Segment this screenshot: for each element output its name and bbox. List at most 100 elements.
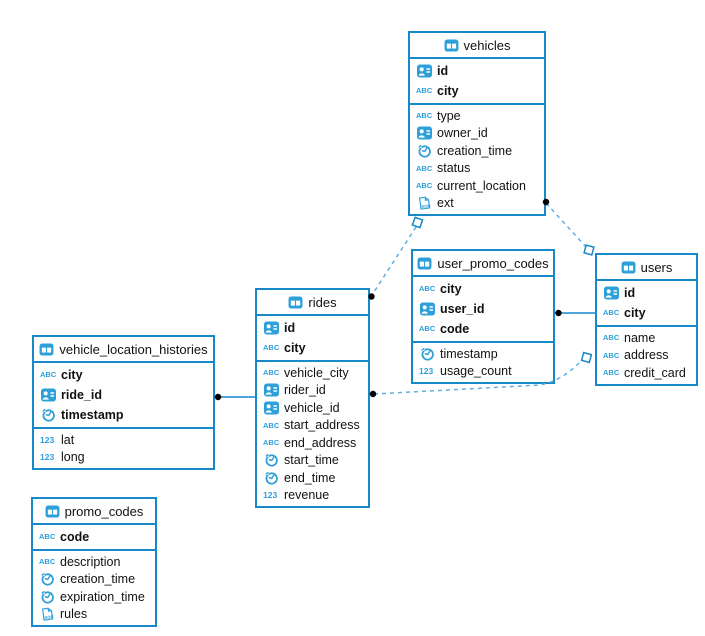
table-header: users [597, 255, 696, 281]
field-name: owner_id [437, 126, 488, 141]
id-type-icon [416, 64, 433, 78]
field-name: id [437, 64, 449, 78]
field-row: end_time [257, 469, 368, 487]
field-name: city [440, 282, 462, 296]
number-type-icon: 123 [40, 452, 55, 462]
primary-key-section: id ABC city [410, 59, 544, 105]
table-icon [288, 296, 303, 309]
relationship-endpoint-square [411, 216, 424, 229]
table-promo-codes[interactable]: promo_codes ABC code ABC description cre… [31, 497, 157, 627]
field-row: ABC code [33, 527, 155, 547]
fields-section: 123 lat 123 long [34, 429, 213, 468]
field-row: timestamp [34, 405, 213, 425]
field-row: 123 usage_count [413, 363, 553, 381]
field-name: id [624, 286, 636, 300]
text-type-icon: ABC [416, 86, 433, 96]
field-row: id [597, 283, 696, 303]
primary-key-section: ABC city ride_id timestamp [34, 363, 213, 429]
field-name: code [440, 322, 470, 336]
table-rides[interactable]: rides id ABC city ABC vehicle_city rider… [255, 288, 370, 508]
field-row: 123 revenue [257, 487, 368, 505]
table-header: vehicle_location_histories [34, 337, 213, 363]
field-row: ABC credit_card [597, 364, 696, 382]
field-name: address [624, 348, 669, 363]
table-vehicles[interactable]: vehicles id ABC city ABC type owner_id [408, 31, 546, 216]
field-row: 123 lat [34, 431, 213, 449]
time-type-icon [39, 572, 56, 586]
time-type-icon [419, 347, 436, 361]
table-title: users [640, 259, 673, 275]
json-type-icon [416, 196, 433, 210]
field-row: ABC end_address [257, 434, 368, 452]
table-icon [417, 257, 432, 270]
field-name: ext [437, 196, 454, 211]
table-icon [621, 261, 636, 274]
id-type-icon [416, 126, 433, 140]
table-header: vehicles [410, 33, 544, 59]
field-row: ABC city [257, 338, 368, 358]
table-title: rides [308, 294, 337, 310]
field-row: expiration_time [33, 588, 155, 606]
relationship-vehicles-rides[interactable] [371, 226, 417, 296]
time-type-icon [263, 471, 280, 485]
relationship-endpoint-square [580, 351, 593, 364]
field-name: type [437, 108, 461, 123]
field-name: city [284, 341, 306, 355]
text-type-icon: ABC [416, 181, 433, 190]
table-vehicle-location-histories[interactable]: vehicle_location_histories ABC city ride… [32, 335, 215, 470]
field-name: rider_id [284, 383, 326, 398]
field-name: expiration_time [60, 589, 145, 604]
field-name: user_id [440, 302, 485, 316]
text-type-icon: ABC [416, 163, 433, 173]
time-type-icon [263, 453, 280, 467]
field-name: revenue [284, 488, 330, 503]
field-name: city [624, 306, 646, 320]
fields-section: ABC type owner_id creation_time ABC stat… [410, 105, 544, 214]
number-type-icon: 123 [263, 490, 278, 500]
field-row: 123 long [34, 449, 213, 467]
number-type-icon: 123 [419, 366, 434, 376]
table-header: rides [257, 290, 368, 316]
field-row: id [410, 61, 544, 81]
field-name: vehicle_id [284, 400, 340, 415]
field-row: creation_time [410, 142, 544, 160]
text-type-icon: ABC [263, 438, 280, 447]
text-type-icon: ABC [40, 370, 57, 380]
table-title: vehicle_location_histories [59, 341, 208, 357]
field-row: ABC current_location [410, 177, 544, 195]
field-name: start_time [284, 453, 339, 468]
json-type-icon [39, 607, 56, 621]
field-row: ABC vehicle_city [257, 364, 368, 382]
field-row: ride_id [34, 385, 213, 405]
table-header: user_promo_codes [413, 251, 553, 277]
text-type-icon: ABC [39, 557, 56, 566]
table-title: user_promo_codes [437, 255, 549, 271]
text-type-icon: ABC [603, 368, 620, 377]
field-row: ABC city [413, 279, 553, 299]
time-type-icon [40, 408, 57, 422]
id-type-icon [40, 388, 57, 402]
field-row: ABC city [34, 365, 213, 385]
fields-section: ABC description creation_time expiration… [33, 551, 155, 625]
field-name: credit_card [624, 365, 686, 380]
relationship-vehicles-users[interactable] [545, 202, 587, 248]
table-icon [444, 39, 459, 52]
field-name: lat [61, 432, 75, 447]
table-user-promo-codes[interactable]: user_promo_codes ABC city user_id ABC co… [411, 249, 555, 384]
primary-key-section: ABC code [33, 525, 155, 551]
table-title: vehicles [463, 37, 511, 53]
fields-section: timestamp 123 usage_count [413, 343, 553, 382]
relationship-rides-users[interactable] [373, 360, 582, 395]
text-type-icon: ABC [603, 350, 620, 360]
field-row: ABC address [597, 347, 696, 365]
field-row: ABC start_address [257, 417, 368, 435]
text-type-icon: ABC [263, 420, 280, 430]
field-name: description [60, 554, 121, 569]
text-type-icon: ABC [419, 324, 436, 334]
field-name: current_location [437, 178, 526, 193]
table-icon [39, 343, 54, 356]
id-type-icon [263, 321, 280, 335]
time-type-icon [416, 144, 433, 158]
table-users[interactable]: users id ABC city ABC name ABC address A… [595, 253, 698, 386]
